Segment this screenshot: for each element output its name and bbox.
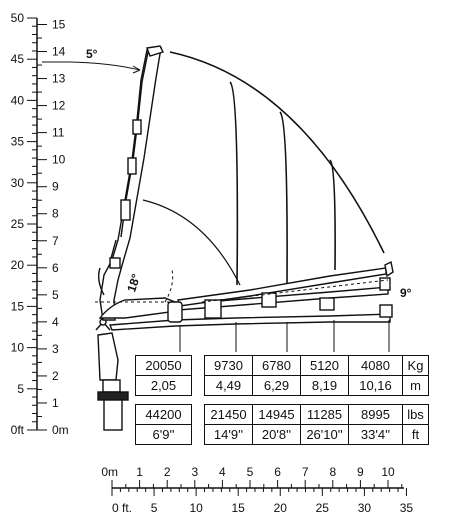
unit-lbs: lbs: [402, 404, 429, 425]
ft-reach-label: 15: [232, 501, 246, 515]
m-reach-label: 4: [219, 465, 226, 479]
ft-height-label: 0ft: [11, 423, 25, 437]
kg-cell-1: 20050: [135, 355, 192, 376]
m-height-label: 4: [52, 315, 59, 329]
m-reach-label: 7: [302, 465, 309, 479]
table-row: 20050 9730 6780 5120 4080 Kg: [135, 355, 429, 376]
ft-height-label: 35: [11, 135, 25, 149]
unit-kg: Kg: [402, 355, 429, 376]
table-row: 2,05 4,49 6,29 8,19 10,16 m: [135, 375, 429, 396]
table-row: 44200 21450 14945 11285 8995 lbs: [135, 404, 429, 425]
angle-label-top: 5°: [86, 47, 98, 61]
m-height-label: 0m: [52, 423, 69, 437]
kg-cell-4: 5120: [300, 355, 349, 376]
ft-height-label: 40: [11, 93, 25, 107]
m-reach-label: 9: [357, 465, 364, 479]
m-height-label: 5: [52, 288, 59, 302]
lbs-cell-5: 8995: [348, 404, 403, 425]
m-height-label: 8: [52, 207, 59, 221]
m-reach-label: 8: [329, 465, 336, 479]
ft-cell-5: 33'4'': [348, 424, 403, 445]
ft-reach-label: 25: [316, 501, 330, 515]
m-reach-label: 5: [247, 465, 254, 479]
ft-height-label: 30: [11, 176, 25, 190]
bottom-reach-scale: [111, 480, 407, 496]
lbs-cell-4: 11285: [300, 404, 349, 425]
ft-height-label: 10: [11, 341, 25, 355]
m-height-label: 3: [52, 342, 59, 356]
m-reach-label: 2: [164, 465, 171, 479]
crane-column: [95, 318, 129, 431]
angle-label-right: 9°: [400, 286, 412, 300]
ft-height-label: 25: [11, 217, 25, 231]
reach-envelope: [142, 51, 385, 286]
m-height-label: 15: [52, 17, 66, 31]
ft-reach-label: 5: [151, 501, 158, 515]
kg-cell-5: 4080: [348, 355, 403, 376]
m-cell-5: 10,16: [348, 375, 403, 396]
m-height-label: 1: [52, 396, 59, 410]
m-reach-label: 3: [191, 465, 198, 479]
angle-label-inner: 18°: [124, 272, 143, 294]
m-height-label: 14: [52, 45, 66, 59]
m-cell-1: 2,05: [135, 375, 192, 396]
ft-height-label: 5: [17, 382, 24, 396]
m-height-label: 6: [52, 261, 59, 275]
ft-height-label: 20: [11, 258, 25, 272]
m-cell-2: 4,49: [204, 375, 253, 396]
ft-height-label: 50: [11, 11, 25, 25]
m-reach-label: 6: [274, 465, 281, 479]
left-height-scale: [27, 17, 47, 431]
ft-height-label: 45: [11, 52, 25, 66]
lbs-cell-2: 21450: [204, 404, 253, 425]
ft-reach-label: 20: [274, 501, 288, 515]
unit-ft: ft: [402, 424, 429, 445]
m-height-label: 9: [52, 180, 59, 194]
ft-reach-label: 35: [400, 501, 414, 515]
extended-booms: [98, 260, 394, 331]
ft-cell-2: 14'9'': [204, 424, 253, 445]
kg-cell-2: 9730: [204, 355, 253, 376]
m-height-label: 2: [52, 369, 59, 383]
m-cell-3: 6,29: [252, 375, 301, 396]
ft-cell-1: 6'9'': [135, 424, 192, 445]
m-reach-label: 10: [381, 465, 395, 479]
pointer-lines: [42, 61, 390, 352]
load-capacity-table: 20050 9730 6780 5120 4080 Kg 2,05 4,49 6…: [135, 355, 429, 445]
ft-cell-3: 20'8'': [252, 424, 301, 445]
ft-reach-label: 30: [358, 501, 372, 515]
ft-reach-label: 0 ft.: [112, 501, 132, 515]
m-height-label: 13: [52, 72, 66, 86]
ft-height-label: 15: [11, 299, 25, 313]
m-reach-label: 1: [136, 465, 143, 479]
ft-cell-4: 26'10'': [300, 424, 349, 445]
m-height-label: 7: [52, 234, 59, 248]
lbs-cell-1: 44200: [135, 404, 192, 425]
ft-reach-label: 10: [189, 501, 203, 515]
kg-cell-3: 6780: [252, 355, 301, 376]
m-cell-4: 8,19: [300, 375, 349, 396]
reference-lines: [95, 269, 389, 303]
raised-boom: [97, 45, 164, 321]
m-height-label: 12: [52, 99, 66, 113]
m-height-label: 10: [52, 153, 66, 167]
m-reach-label: 0m: [101, 465, 118, 479]
unit-m: m: [402, 375, 429, 396]
lbs-cell-3: 14945: [252, 404, 301, 425]
m-height-label: 11: [52, 126, 65, 140]
table-row: 6'9'' 14'9'' 20'8'' 26'10'' 33'4'' ft: [135, 424, 429, 445]
